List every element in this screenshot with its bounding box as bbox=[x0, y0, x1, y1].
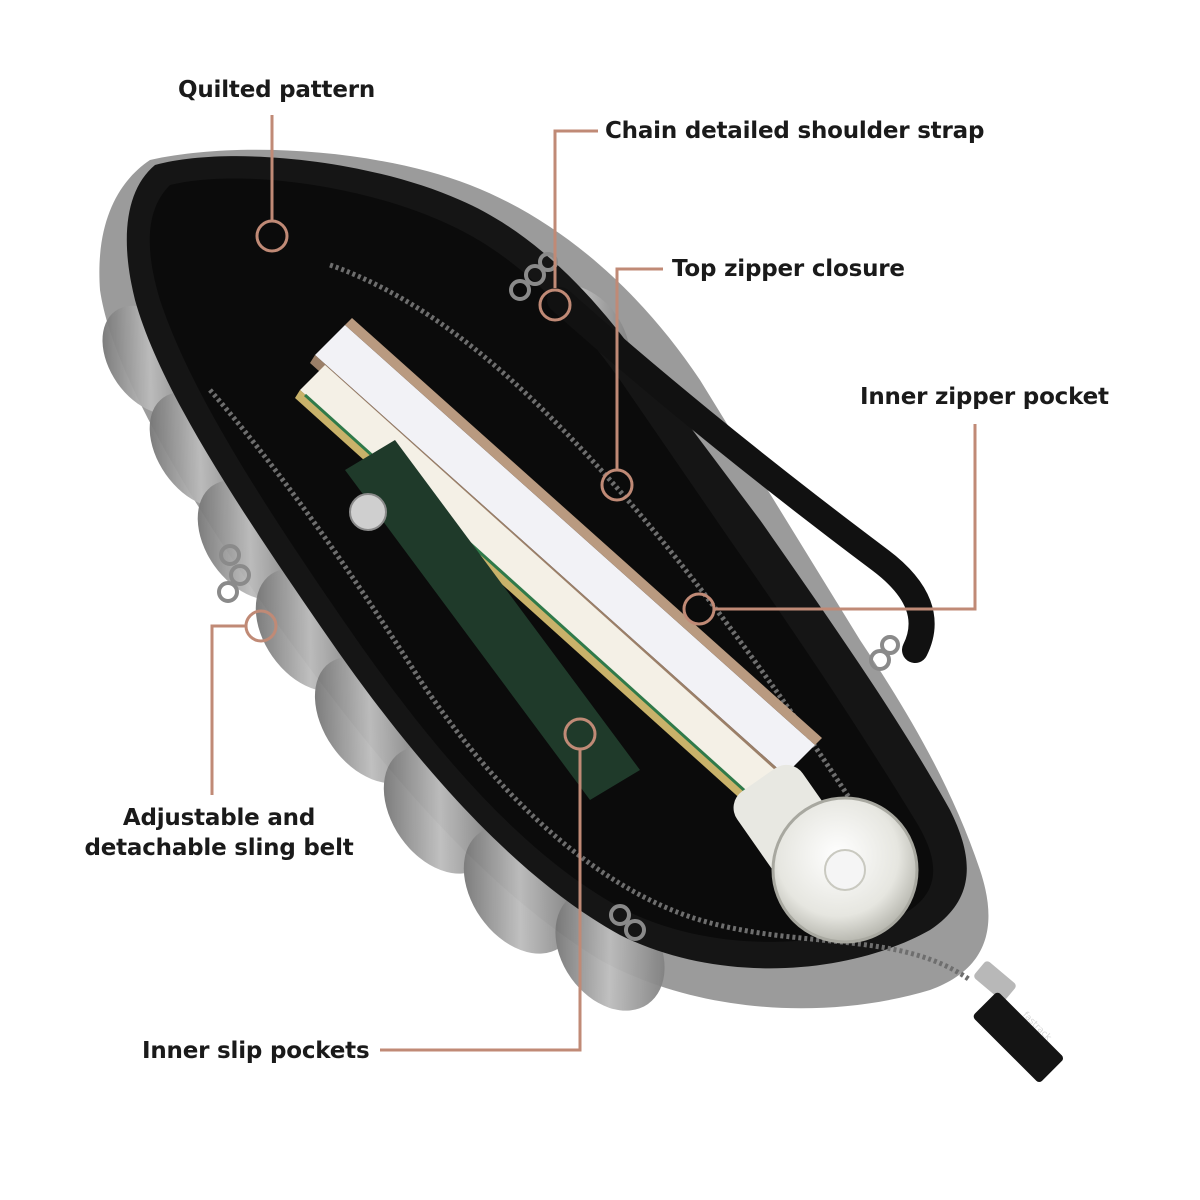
callout-sling-belt: Adjustable and detachable sling belt bbox=[84, 803, 354, 863]
inner-zipper-track bbox=[208, 388, 972, 983]
marker-sling bbox=[244, 609, 278, 643]
callout-inner-slip-pockets: Inner slip pockets bbox=[142, 1038, 370, 1064]
zipper-pull: fastrack bbox=[973, 961, 1064, 1083]
top-zipper-track bbox=[329, 262, 873, 832]
marker-inner-zipper bbox=[682, 592, 716, 626]
marker-chain bbox=[538, 288, 572, 322]
callout-markers bbox=[244, 219, 716, 751]
silver-disc bbox=[349, 493, 387, 531]
green-wallet bbox=[345, 440, 640, 800]
callout-top-zipper: Top zipper closure bbox=[672, 256, 905, 282]
callout-inner-zipper-pocket: Inner zipper pocket bbox=[860, 384, 1109, 410]
water-bottle bbox=[733, 764, 919, 944]
marker-top-zipper bbox=[600, 468, 634, 502]
callout-chain-strap: Chain detailed shoulder strap bbox=[605, 118, 985, 144]
callout-quilted-pattern: Quilted pattern bbox=[178, 77, 376, 103]
marker-slip bbox=[563, 717, 597, 751]
callout-lines bbox=[210, 115, 977, 1052]
callout-sling-belt-line2: detachable sling belt bbox=[84, 835, 354, 861]
marker-quilted bbox=[255, 219, 289, 253]
callout-sling-belt-line1: Adjustable and bbox=[122, 805, 316, 831]
